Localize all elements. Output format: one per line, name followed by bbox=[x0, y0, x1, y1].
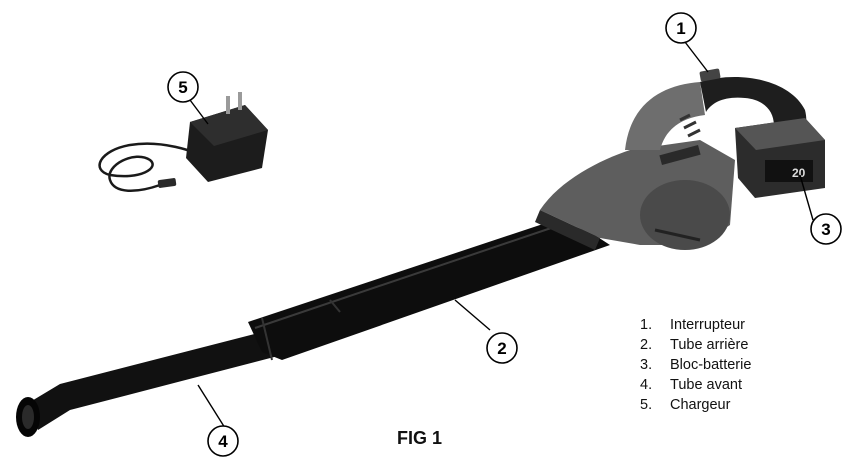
legend-number: 4. bbox=[640, 377, 653, 393]
callout-4-number: 4 bbox=[218, 432, 228, 451]
callout-5: 5 bbox=[167, 71, 199, 103]
legend-label: Chargeur bbox=[670, 397, 731, 413]
leader-3 bbox=[799, 174, 814, 221]
legend-number: 2. bbox=[640, 337, 653, 353]
leader-5 bbox=[189, 99, 209, 125]
rear-tube-illustration bbox=[248, 220, 610, 361]
battery-voltage-mark: 20 bbox=[792, 166, 806, 180]
charger-plug-tip bbox=[157, 178, 177, 188]
callout-2: 2 bbox=[486, 332, 518, 364]
callout-1: 1 bbox=[665, 12, 697, 44]
fan-housing bbox=[640, 180, 730, 250]
callout-4: 4 bbox=[207, 425, 239, 457]
legend-label: Tube arrière bbox=[670, 337, 749, 353]
charger-prong-2 bbox=[238, 92, 242, 110]
front-tube-illustration bbox=[16, 330, 278, 437]
legend-item-1: 1. Interrupteur bbox=[640, 315, 751, 335]
battery-label-panel bbox=[765, 160, 813, 182]
charger-prong-1 bbox=[226, 96, 230, 114]
leader-1 bbox=[684, 41, 709, 73]
legend-label: Bloc-batterie bbox=[670, 357, 752, 373]
legend-label: Tube avant bbox=[670, 377, 743, 393]
legend-item-3: 3. Bloc-batterie bbox=[640, 355, 751, 375]
callout-1-number: 1 bbox=[676, 19, 685, 38]
figure-caption: FIG 1 bbox=[397, 428, 443, 448]
charger-illustration bbox=[98, 92, 268, 192]
battery-pack-illustration: 20 bbox=[735, 118, 825, 198]
charger-cord bbox=[98, 142, 209, 192]
leader-4 bbox=[197, 384, 226, 429]
legend-item-5: 5. Chargeur bbox=[640, 395, 751, 415]
legend-number: 3. bbox=[640, 357, 653, 373]
legend-label: Interrupteur bbox=[670, 317, 745, 333]
legend-number: 5. bbox=[640, 397, 653, 413]
legend-number: 1. bbox=[640, 317, 653, 333]
leader-lines bbox=[189, 41, 814, 429]
power-switch bbox=[699, 68, 721, 82]
parts-legend: 1. Interrupteur 2. Tube arrière 3. Bloc-… bbox=[640, 315, 751, 415]
legend-item-2: 2. Tube arrière bbox=[640, 335, 751, 355]
callout-2-number: 2 bbox=[497, 339, 506, 358]
brand-label bbox=[659, 144, 701, 166]
callout-5-number: 5 bbox=[178, 78, 187, 97]
callout-3: 3 bbox=[810, 213, 842, 245]
callout-3-number: 3 bbox=[821, 220, 830, 239]
legend-item-4: 4. Tube avant bbox=[640, 375, 751, 395]
leader-2 bbox=[454, 299, 491, 331]
